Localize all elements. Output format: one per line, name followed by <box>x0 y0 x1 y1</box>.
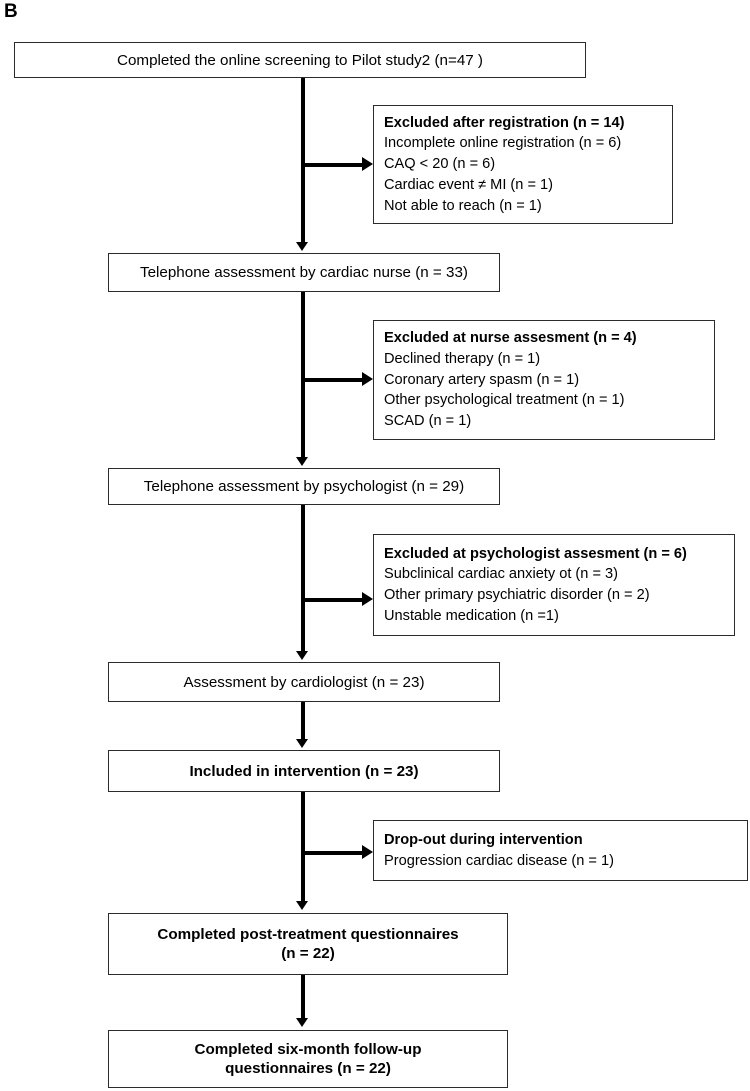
connector-screening-to-nurse <box>301 78 305 243</box>
flow-node-post-treatment-line2: (n = 22) <box>281 945 335 962</box>
exclusion-item: Cardiac event ≠ MI (n = 1) <box>384 176 554 193</box>
exclusion-heading: Excluded at psychologist assesment (n = … <box>384 545 687 562</box>
exclusion-heading: Excluded after registration (n = 14) <box>384 114 625 131</box>
exclusion-box-excluded-registration: Excluded after registration (n = 14) Inc… <box>373 105 673 224</box>
arrowhead-psychologist-to-cardiologist <box>296 651 308 660</box>
connector-nurse-to-psychologist <box>301 292 305 458</box>
connector-psychologist-to-cardiologist <box>301 505 305 652</box>
flow-node-nurse-assessment: Telephone assessment by cardiac nurse (n… <box>108 253 500 292</box>
exclusion-item: CAQ < 20 (n = 6) <box>384 156 496 173</box>
arrowhead-drop-out <box>362 845 373 859</box>
arrowhead-post-treatment-to-follow-up <box>296 1018 308 1027</box>
connector-included-to-post-treatment <box>301 792 305 902</box>
flow-node-screening: Completed the online screening to Pilot … <box>14 42 586 78</box>
flow-node-included-in-intervention-label: Included in intervention (n = 23) <box>189 762 419 780</box>
exclusion-box-drop-out: Drop-out during intervention Progression… <box>373 820 748 881</box>
exclusion-item: Progression cardiac disease (n = 1) <box>384 852 614 869</box>
exclusion-item: Declined therapy (n = 1) <box>384 350 541 367</box>
branch-line-excluded-psychologist <box>301 598 363 602</box>
arrowhead-screening-to-nurse <box>296 242 308 251</box>
exclusion-item: Other primary psychiatric disorder (n = … <box>384 587 650 603</box>
flow-node-follow-up-line2: questionnaires (n = 22) <box>225 1060 391 1077</box>
branch-line-drop-out <box>301 851 363 855</box>
flow-node-psychologist-assessment-label: Telephone assessment by psychologist (n … <box>143 478 465 495</box>
flow-node-nurse-assessment-label: Telephone assessment by cardiac nurse (n… <box>140 264 468 281</box>
exclusion-item: Coronary artery spasm (n = 1) <box>384 371 580 388</box>
flow-node-cardiologist-assessment-label: Assessment by cardiologist (n = 23) <box>183 673 425 691</box>
exclusion-item: Other psychological treatment (n = 1) <box>384 392 625 409</box>
flow-node-follow-up-line1: Completed six-month follow-up <box>194 1041 422 1058</box>
flow-node-post-treatment-line1: Completed post-treatment questionnaires <box>157 926 459 943</box>
exclusion-item: Incomplete online registration (n = 6) <box>384 135 622 152</box>
arrowhead-included-to-post-treatment <box>296 901 308 910</box>
branch-line-excluded-nurse <box>301 378 363 382</box>
exclusion-box-excluded-psychologist: Excluded at psychologist assesment (n = … <box>373 534 735 636</box>
flow-node-post-treatment: Completed post-treatment questionnaires … <box>108 913 508 975</box>
branch-line-excluded-registration <box>301 163 363 167</box>
exclusion-box-excluded-nurse: Excluded at nurse assesment (n = 4) Decl… <box>373 320 715 440</box>
exclusion-item: Subclinical cardiac anxiety ot (n = 3) <box>384 566 619 583</box>
flow-node-screening-label: Completed the online screening to Pilot … <box>117 51 483 69</box>
exclusion-item: Unstable medication (n =1) <box>384 607 559 624</box>
flow-node-cardiologist-assessment: Assessment by cardiologist (n = 23) <box>108 662 500 702</box>
exclusion-item: Not able to reach (n = 1) <box>384 197 542 214</box>
exclusion-heading: Excluded at nurse assesment (n = 4) <box>384 330 637 347</box>
exclusion-heading: Drop-out during intervention <box>384 831 583 848</box>
connector-cardiologist-to-included <box>301 702 305 740</box>
flow-node-follow-up: Completed six-month follow-up questionna… <box>108 1030 508 1088</box>
arrowhead-excluded-nurse <box>362 372 373 386</box>
panel-letter-b: B <box>4 1 18 22</box>
arrowhead-excluded-psychologist <box>362 592 373 606</box>
arrowhead-cardiologist-to-included <box>296 739 308 748</box>
arrowhead-excluded-registration <box>362 157 373 171</box>
flow-node-psychologist-assessment: Telephone assessment by psychologist (n … <box>108 468 500 505</box>
flow-node-included-in-intervention: Included in intervention (n = 23) <box>108 750 500 792</box>
flow-node-post-treatment-label: Completed post-treatment questionnaires … <box>157 925 458 963</box>
flow-node-follow-up-label: Completed six-month follow-up questionna… <box>195 1040 422 1078</box>
exclusion-item: SCAD (n = 1) <box>384 413 472 430</box>
connector-post-treatment-to-follow-up <box>301 975 305 1019</box>
arrowhead-nurse-to-psychologist <box>296 457 308 466</box>
